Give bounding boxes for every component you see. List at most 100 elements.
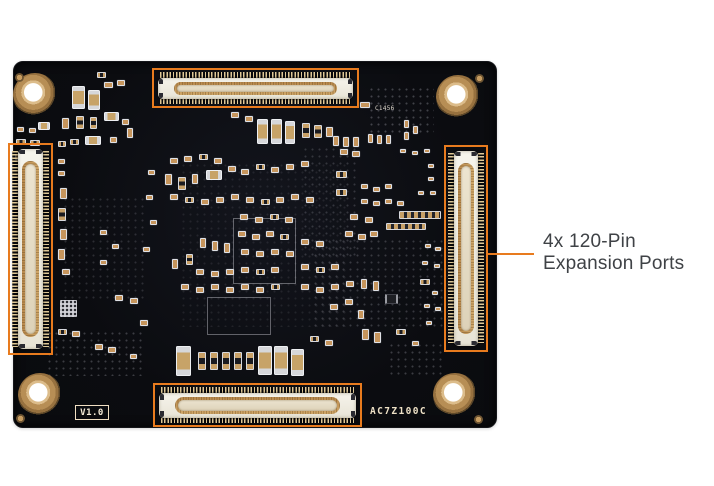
smd-component <box>404 132 409 140</box>
smd-component <box>310 336 319 342</box>
smd-component <box>88 90 100 110</box>
slot-center <box>177 85 334 92</box>
mounting-hole <box>436 75 480 119</box>
smd-component <box>240 214 248 220</box>
smd-component <box>385 294 398 304</box>
smd-component <box>70 139 79 145</box>
pin-row <box>160 99 351 104</box>
smd-component <box>90 117 97 129</box>
smd-component <box>256 269 265 275</box>
connector-body <box>454 151 478 346</box>
smd-component <box>140 320 148 326</box>
smd-component <box>331 264 339 270</box>
smd-component <box>422 261 428 265</box>
smd-component <box>95 344 103 350</box>
smd-component <box>184 156 192 162</box>
smd-component <box>60 229 67 240</box>
smd-component <box>104 112 119 121</box>
connector-slot <box>174 82 337 95</box>
smd-component <box>146 195 153 200</box>
via-field <box>388 342 446 378</box>
smd-component <box>285 121 295 144</box>
smd-component <box>353 137 359 147</box>
smd-component <box>110 137 117 143</box>
smd-component <box>245 116 253 122</box>
connector-body <box>158 78 353 99</box>
smd-component <box>226 269 234 275</box>
callout-line <box>488 253 534 255</box>
smd-component <box>345 231 353 237</box>
smd-component <box>370 231 378 237</box>
smd-component <box>361 199 368 204</box>
expansion-connector-right <box>444 145 488 352</box>
silkscreen-outline <box>207 297 271 335</box>
smd-component <box>108 347 116 353</box>
smd-component <box>255 217 263 223</box>
smd-component <box>72 331 80 337</box>
smd-component <box>428 177 434 181</box>
smd-component <box>435 307 441 311</box>
expansion-connector-left <box>8 143 53 355</box>
smd-component <box>211 271 219 277</box>
smd-component <box>192 174 198 184</box>
smd-component <box>330 304 338 310</box>
smd-component <box>316 241 324 247</box>
smd-component <box>362 329 369 340</box>
smd-component <box>58 249 65 260</box>
smd-component <box>424 149 430 153</box>
smd-component <box>386 135 391 144</box>
smd-component <box>170 158 178 164</box>
smd-component <box>385 199 392 204</box>
smd-component <box>214 158 222 164</box>
silkscreen-outline <box>233 218 296 284</box>
smd-component <box>274 346 288 375</box>
smd-component <box>72 86 85 109</box>
smd-component <box>301 161 309 167</box>
smd-component <box>150 220 157 225</box>
smd-component <box>316 287 324 293</box>
smd-component <box>216 197 224 203</box>
smd-component <box>246 352 254 370</box>
via-field <box>46 330 142 376</box>
smd-component <box>196 269 204 275</box>
smd-component <box>58 159 65 164</box>
smd-component <box>325 340 333 346</box>
smd-component <box>186 254 193 265</box>
smd-component <box>261 199 270 205</box>
smd-component <box>435 247 441 251</box>
smd-component <box>29 128 36 133</box>
smd-component <box>148 170 155 175</box>
smd-component <box>412 151 418 155</box>
smd-component <box>178 177 186 190</box>
pin-row <box>448 153 454 344</box>
connector-body <box>18 149 43 349</box>
smd-component <box>76 116 84 129</box>
smd-component <box>377 135 382 144</box>
pin-row <box>161 418 354 423</box>
smd-component <box>425 244 431 248</box>
smd-component <box>246 197 254 203</box>
smd-component <box>350 214 358 220</box>
smd-component <box>412 341 419 346</box>
version-label: V1.0 <box>80 407 104 418</box>
smd-component <box>426 321 432 325</box>
smd-component <box>234 352 242 370</box>
smd-component <box>104 82 113 88</box>
mounting-hole <box>18 373 62 417</box>
smd-component <box>172 259 178 269</box>
smd-component <box>143 247 150 252</box>
smd-component <box>115 295 123 301</box>
smd-component <box>165 174 172 185</box>
smd-component <box>336 189 347 196</box>
smd-component <box>331 284 339 290</box>
pin-row <box>478 153 484 344</box>
smd-component <box>62 118 69 129</box>
smd-component <box>397 201 404 206</box>
slot-center <box>25 164 36 334</box>
smd-component <box>361 279 367 289</box>
version-label-box: V1.0 <box>75 405 109 420</box>
smd-component <box>385 184 392 189</box>
expansion-connector-bottom <box>153 383 362 427</box>
smd-component <box>170 194 178 200</box>
smd-component <box>176 346 191 376</box>
